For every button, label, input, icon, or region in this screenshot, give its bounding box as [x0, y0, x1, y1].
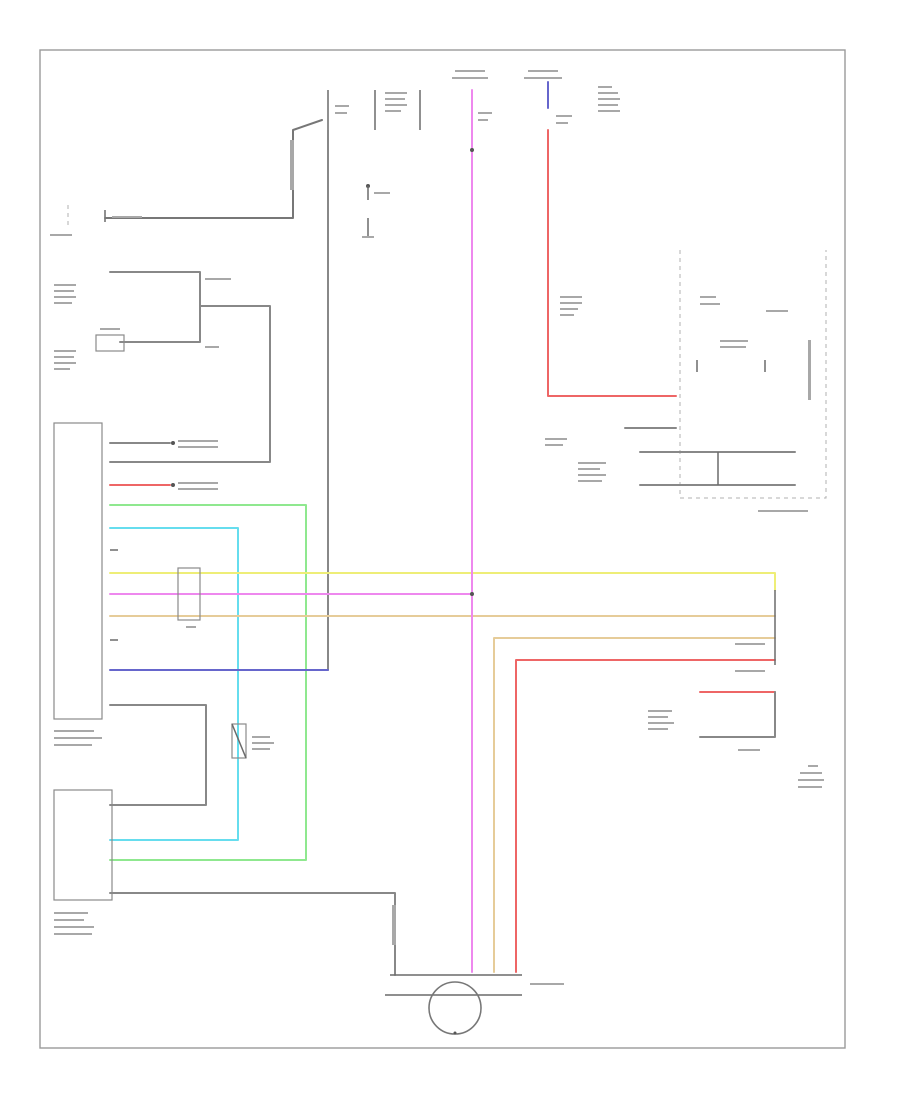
yellow-wire [109, 572, 776, 591]
ecm-pcm [53, 789, 113, 901]
red-wire-fuse [547, 129, 677, 397]
black-wire-ecm [109, 704, 207, 806]
relay-network [54, 271, 271, 463]
red-wire-generator [515, 659, 776, 973]
instrument-cluster-module [53, 422, 103, 720]
resistor [231, 723, 274, 759]
ignition-switch-area [50, 119, 323, 236]
black-wire-generator [109, 892, 396, 976]
cluster-pins [109, 440, 218, 641]
connector-top [327, 90, 421, 130]
diagram-frame [39, 49, 846, 1049]
cyan-wire [109, 527, 239, 841]
battery [362, 184, 390, 238]
cluster-junction [177, 567, 201, 628]
generator [385, 974, 564, 1035]
tan-wire-generator [493, 637, 776, 973]
underhood-fuse-box [624, 250, 827, 512]
lower-right-fuse [648, 691, 824, 788]
green-wire [109, 504, 307, 861]
